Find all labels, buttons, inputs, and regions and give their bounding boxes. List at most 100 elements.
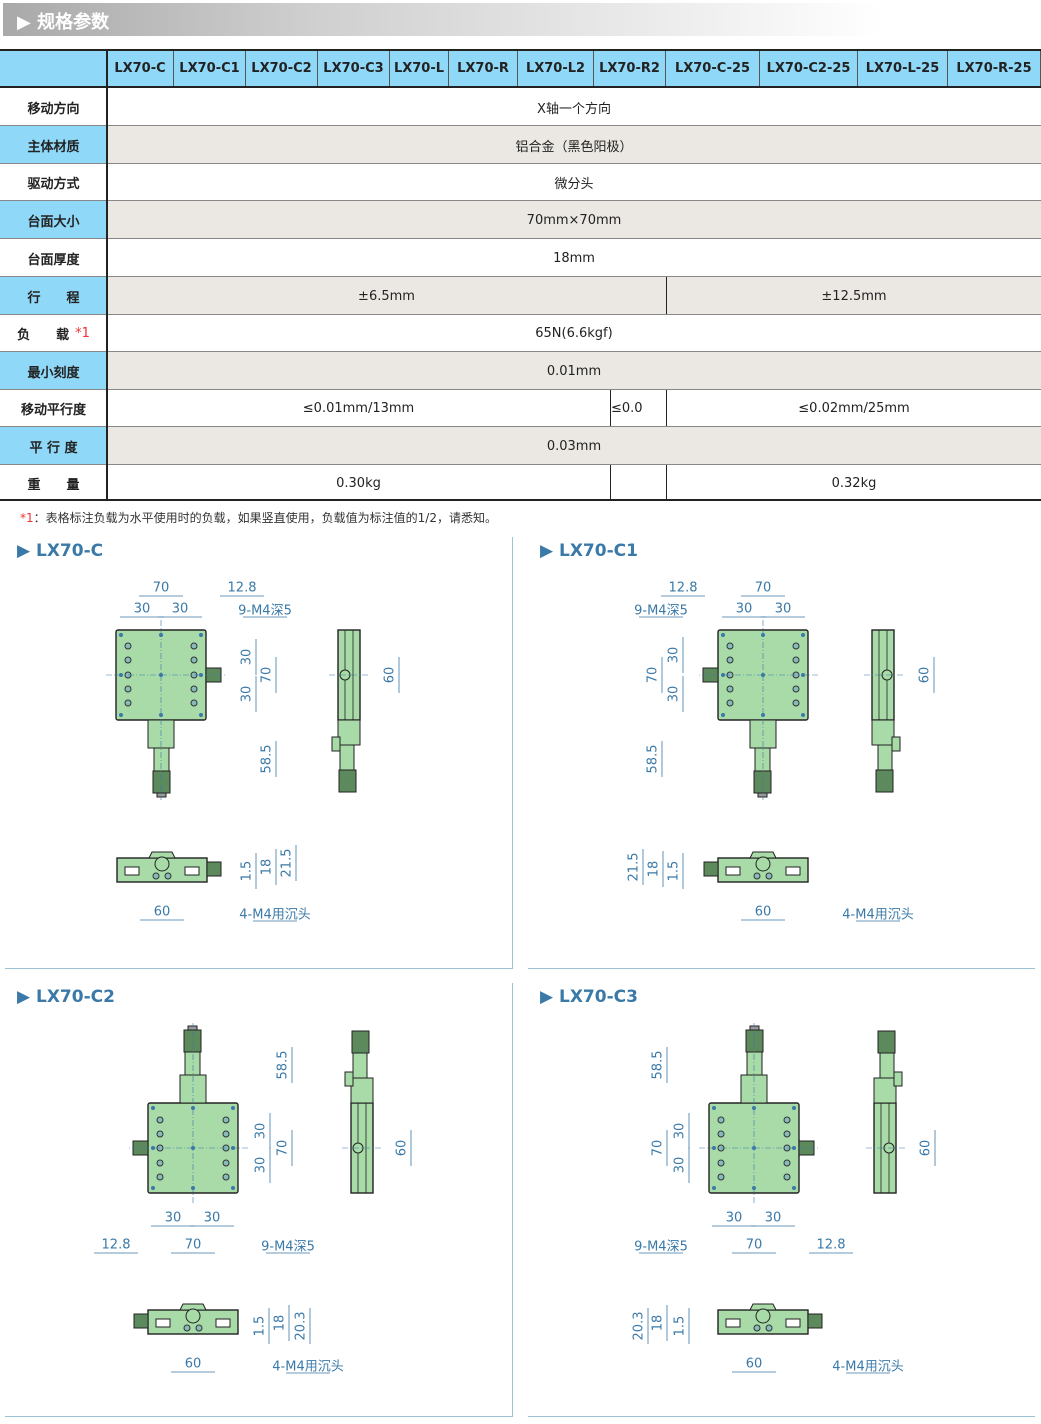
front-view [703,851,809,883]
dimension-label: 30 [764,1210,782,1226]
dimension-label: 58.5 [650,1050,666,1080]
technical-drawing [639,1023,936,1374]
row-label: 台面大小 [0,201,107,239]
dimension-label: 21.5 [626,852,642,882]
panel-title: ▶ LX70-C1 [540,541,638,561]
dimension-label: 30 [253,1156,269,1174]
row-divider [0,314,1041,315]
dimension-label: 70 [745,1237,763,1253]
dimension-label: 4-M4用沉头 [842,907,914,923]
row-divider [0,238,1041,239]
side-view [329,629,369,793]
row-label: 负 载 *1 [0,315,107,352]
dimension-label: 12.8 [816,1237,846,1253]
row-value: ≤0.02mm/25mm [666,390,1041,427]
dimension-label: 21.5 [279,848,295,878]
dimension-label: 30 [735,601,753,617]
dimension-label: 18 [646,860,662,878]
dimension-label: 30 [171,601,189,617]
row-value: 18mm [553,250,595,266]
row-label: 移动平行度 [0,390,107,427]
row-value: X轴一个方向 [537,101,611,117]
dimension-label: 60 [918,1139,934,1157]
row-divider [0,464,1041,465]
dimension-label: 70 [645,666,661,684]
footnote: *1：表格标注负载为水平使用时的负载，如果竖直使用，负载值为标注值的1/2，请悉… [20,509,497,526]
row-label-text: 主体材质 [27,139,80,155]
dimension-label: 58.5 [275,1050,291,1080]
top-view [128,1023,248,1203]
row-label: 台面厚度 [0,239,107,277]
dimension-label: 30 [203,1210,221,1226]
column-header: LX70-C-25 [666,49,760,88]
technical-drawing [106,595,400,922]
section-banner: ▶ 规格参数 [3,3,883,36]
row-label-text: 负 载 [17,328,70,343]
row-value: 0.32kg [666,465,1041,501]
dimension-label: 60 [153,904,171,920]
dimension-label: 1.5 [252,1315,268,1337]
dimension-label: 1.5 [666,860,682,882]
table-border [0,49,1041,51]
row-value [610,465,666,501]
dimension-label: 30 [253,1122,269,1140]
row-divider [0,351,1041,352]
row-label: 重 量 [0,465,107,501]
column-header: LX70-R-25 [948,49,1041,88]
dimension-label: 58.5 [259,744,275,774]
row-value: ≤0.0 [610,390,666,427]
front-view [116,851,222,883]
side-view [342,1030,382,1194]
row-label-text: 行 程 [27,290,80,306]
top-view [698,620,818,800]
row-value: ±6.5mm [107,277,666,315]
top-view [106,620,226,800]
row-label-text: 驱动方式 [27,177,80,192]
row-label: 主体材质 [0,126,107,164]
dimension-label: 70 [184,1237,202,1253]
row-value: 0.01mm [107,352,1041,390]
dimension-label: 70 [152,580,170,596]
column-header: LX70-C2-25 [760,49,858,88]
row-value: 0.03mm [107,427,1041,465]
technical-drawing [639,595,935,922]
column-header: LX70-R [449,49,518,88]
row-label-text: 重 量 [27,477,80,493]
front-view [717,1303,823,1335]
dimension-label: 20.3 [631,1311,647,1341]
technical-drawing [94,1023,412,1374]
dimension-label: 30 [672,1122,688,1140]
row-label: 平 行 度 [0,427,107,465]
dimension-label: 1.5 [672,1315,688,1337]
dimension-label: 30 [133,601,151,617]
table-border [0,86,1041,88]
row-label: 最小刻度 [0,352,107,390]
row-value: 70mm×70mm [107,201,1041,239]
dimension-label: 60 [394,1139,410,1157]
dimension-label: 12.8 [101,1237,131,1253]
dimension-label: 60 [754,904,772,920]
dimension-label: 9-M4深5 [261,1239,315,1255]
row-note-mark: *1 [75,326,90,341]
dimension-label: 58.5 [645,744,661,774]
column-header: LX70-C3 [318,49,390,88]
dimension-label: 30 [725,1210,743,1226]
column-header: LX70-L [390,49,449,88]
dimension-label: 20.3 [293,1311,309,1341]
row-divider [0,276,1041,277]
row-label: 行 程 [0,277,107,315]
dimension-label: 12.8 [668,580,698,596]
footnote-mark: *1 [20,511,34,525]
side-view [865,1030,905,1194]
dimension-label: 12.8 [227,580,257,596]
row-divider [0,163,1041,164]
dimension-label: 60 [382,666,398,684]
row-label: 驱动方式 [0,164,107,201]
dimension-label: 30 [239,685,255,703]
row-value: 0.30kg [336,475,381,491]
